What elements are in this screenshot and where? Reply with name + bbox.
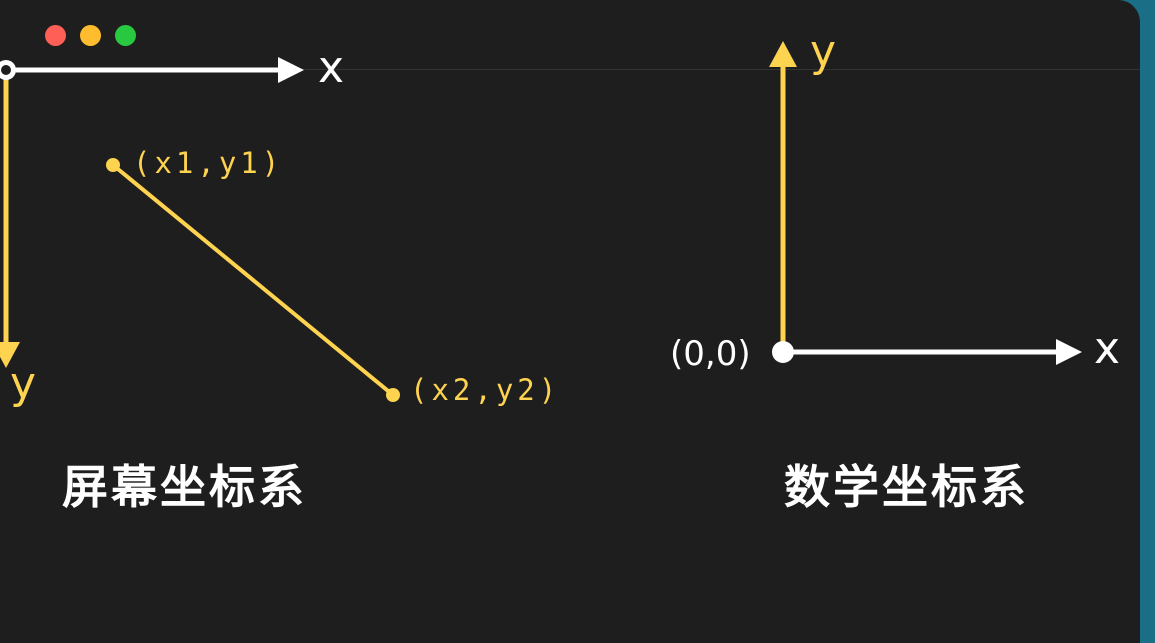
math-x-axis-arrowhead — [1056, 339, 1082, 365]
math-y-axis-label: y — [810, 26, 837, 77]
point1-dot — [106, 158, 120, 172]
math-x-axis-label: x — [1094, 323, 1121, 374]
point1-label: (x1,y1) — [133, 146, 284, 180]
point2-label: (x2,y2) — [410, 373, 561, 407]
window-maximize-button[interactable] — [115, 25, 136, 46]
point2-dot — [386, 388, 400, 402]
screen-coords-caption: 屏幕坐标系 — [62, 460, 307, 514]
segment-line — [111, 163, 395, 397]
titlebar-divider — [0, 69, 1140, 70]
window-close-button[interactable] — [45, 25, 66, 46]
math-coordinate-system — [769, 41, 1082, 365]
math-origin-label: (0,0) — [670, 334, 751, 374]
math-coords-caption: 数学坐标系 — [784, 460, 1029, 514]
math-origin-dot — [772, 341, 794, 363]
math-y-axis-arrowhead — [769, 41, 797, 67]
window-minimize-button[interactable] — [80, 25, 101, 46]
screen-y-axis-label: y — [10, 358, 37, 409]
screen-origin-dot-center — [1, 65, 11, 75]
screen-x-axis-arrowhead — [278, 57, 304, 83]
screen-coordinate-system — [0, 57, 400, 402]
screen-x-axis-label: x — [318, 42, 345, 93]
screen-y-axis-arrowhead — [0, 342, 20, 368]
